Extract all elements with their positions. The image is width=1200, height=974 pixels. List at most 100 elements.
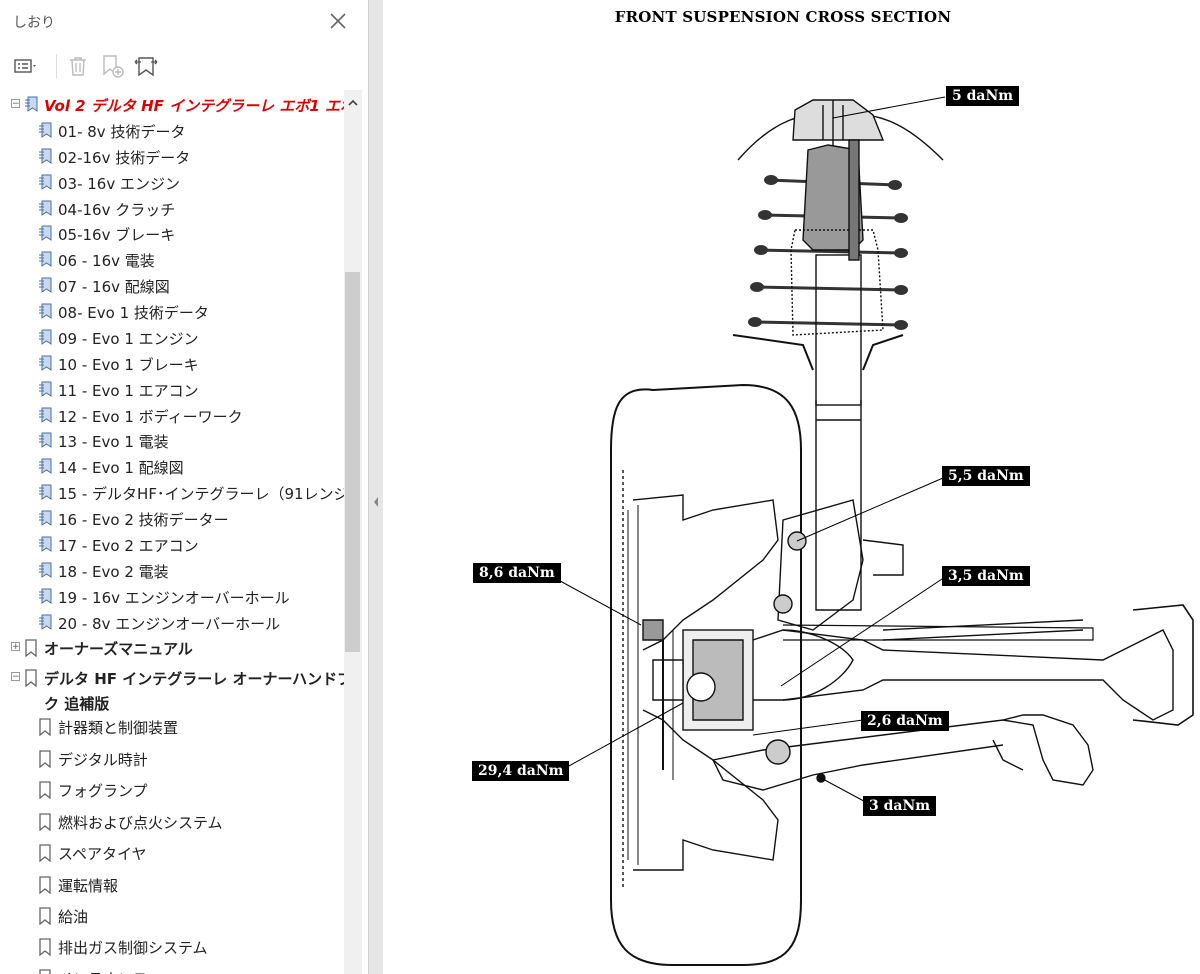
bookmark-row[interactable]: 12 - Evo 1 ボディーワーク (0, 403, 344, 429)
bookmark-row[interactable]: メンテナンス (0, 965, 344, 974)
bookmark-row[interactable]: 15 - デルタHF･インテグラーレ（91レンジ） (0, 480, 344, 506)
bookmark-row[interactable]: 17 - Evo 2 エアコン (0, 532, 344, 558)
collapse-panel-arrow-icon[interactable] (372, 496, 380, 508)
bookmark-label: 17 - Evo 2 エアコン (58, 537, 199, 555)
bookmark-doc-icon (38, 432, 52, 452)
bookmark-doc-icon (38, 510, 52, 530)
expand-toggle-icon[interactable]: + (11, 642, 20, 652)
bookmark-label: メンテナンス (58, 968, 148, 974)
bookmark-row[interactable]: フォグランプ (0, 777, 344, 803)
bookmark-label: 燃料および点火システム (58, 814, 223, 832)
bookmark-label: 14 - Evo 1 配線図 (58, 459, 184, 477)
bookmark-doc-icon (38, 174, 52, 194)
bookmark-icon (38, 750, 52, 772)
bookmark-label: 運転情報 (58, 877, 119, 895)
bookmark-label: デジタル時計 (58, 751, 148, 769)
new-bookmark-icon[interactable] (98, 53, 126, 79)
bookmark-row[interactable]: 05-16v ブレーキ (0, 221, 344, 247)
bookmark-label: 04-16v クラッチ (58, 201, 176, 219)
bookmark-row[interactable]: デジタル時計 (0, 746, 344, 772)
bookmark-icon (38, 718, 52, 740)
bookmark-row[interactable]: 給油 (0, 903, 344, 929)
bookmark-label: 13 - Evo 1 電装 (58, 433, 169, 451)
bookmark-doc-icon (38, 251, 52, 271)
bookmark-icon (24, 639, 38, 661)
bookmark-group-row[interactable]: + オーナーズマニュアル (0, 635, 344, 661)
scroll-up-arrow-icon[interactable] (347, 98, 359, 108)
bookmark-row[interactable]: 20 - 8v エンジンオーバーホール (0, 610, 344, 636)
bookmark-row[interactable]: 07 - 16v 配線図 (0, 273, 344, 299)
close-icon[interactable] (327, 10, 349, 32)
collapse-toggle-icon[interactable]: − (11, 672, 20, 682)
bookmark-row[interactable]: 03- 16v エンジン (0, 170, 344, 196)
bookmark-label: 06 - 16v 電装 (58, 252, 155, 270)
bookmark-row[interactable]: 排出ガス制御システム (0, 934, 344, 960)
bookmark-doc-icon (38, 562, 52, 582)
options-menu-icon[interactable] (12, 53, 40, 79)
bookmark-doc-icon (38, 148, 52, 168)
document-page: FRONT SUSPENSION CROSS SECTION (383, 0, 1200, 974)
collapse-toggle-icon[interactable]: − (11, 99, 20, 109)
bookmark-row[interactable]: 14 - Evo 1 配線図 (0, 454, 344, 480)
expand-bookmark-icon[interactable] (132, 53, 160, 79)
bookmark-group-row[interactable]: −Vol 2 デルタ HF インテグラーレ エボ1 エボ2 (0, 92, 344, 118)
bookmark-doc-icon (38, 381, 52, 401)
bookmark-row[interactable]: 運転情報 (0, 872, 344, 898)
sidebar-scroll-thumb[interactable] (345, 272, 360, 652)
bookmarks-header: しおり (0, 0, 368, 44)
bookmark-row[interactable]: 01- 8v 技術データ (0, 118, 344, 144)
bookmark-label: 18 - Evo 2 電装 (58, 563, 169, 581)
bookmark-row[interactable]: スペアタイヤ (0, 840, 344, 866)
bookmark-label: 15 - デルタHF･インテグラーレ（91レンジ） (58, 485, 344, 503)
bookmark-label: 11 - Evo 1 エアコン (58, 382, 199, 400)
bookmarks-title: しおり (13, 15, 55, 31)
torque-label-ball-joint: 2,6 daNm (861, 711, 949, 731)
bookmark-row[interactable]: 06 - 16v 電装 (0, 247, 344, 273)
bookmark-doc-icon (38, 536, 52, 556)
bookmark-label: 計器類と制御装置 (58, 719, 179, 737)
torque-label-strut-knuckle: 5,5 daNm (942, 466, 1030, 486)
bookmark-label: 16 - Evo 2 技術データー (58, 511, 229, 529)
bookmark-label: 排出ガス制御システム (58, 939, 208, 957)
panel-splitter[interactable] (368, 0, 383, 974)
bookmark-row[interactable]: 11 - Evo 1 エアコン (0, 377, 344, 403)
bookmark-row[interactable]: 08- Evo 1 技術データ (0, 299, 344, 325)
bookmark-label: 05-16v ブレーキ (58, 226, 176, 244)
bookmark-row[interactable]: 計器類と制御装置 (0, 714, 344, 740)
bookmark-icon (38, 844, 52, 866)
bookmark-label: 給油 (58, 908, 89, 926)
bookmark-icon (38, 813, 52, 835)
page-title: FRONT SUSPENSION CROSS SECTION (614, 8, 952, 26)
bookmark-row[interactable]: 13 - Evo 1 電装 (0, 428, 344, 454)
bookmark-doc-icon (38, 277, 52, 297)
bookmark-label: フォグランプ (58, 782, 148, 800)
delete-bookmark-icon[interactable] (64, 53, 92, 79)
bookmarks-toolbar (0, 44, 368, 88)
bookmark-row[interactable]: 18 - Evo 2 電装 (0, 558, 344, 584)
bookmark-label: 03- 16v エンジン (58, 175, 180, 193)
bookmark-row[interactable]: 10 - Evo 1 ブレーキ (0, 351, 344, 377)
torque-label-hub-nut: 29,4 daNm (472, 761, 570, 781)
toolbar-divider (56, 54, 57, 78)
bookmark-icon (38, 969, 52, 974)
bookmark-doc-icon (38, 200, 52, 220)
bookmark-doc-icon (38, 614, 52, 634)
bookmark-label: デルタ HF インテグラーレ オーナーハンドブッ (44, 670, 344, 688)
torque-label-hub-bolt: 8,6 daNm (473, 563, 561, 583)
bookmark-doc-icon (38, 225, 52, 245)
bookmark-label: オーナーズマニュアル (44, 640, 193, 658)
bookmark-label: 19 - 16v エンジンオーバーホール (58, 589, 290, 607)
bookmark-group-row[interactable]: − デルタ HF インテグラーレ オーナーハンドブック 追補版 (0, 665, 344, 713)
torque-label-top-mount: 5 daNm (946, 86, 1020, 106)
bookmark-doc-icon (38, 407, 52, 427)
bookmark-label: 02-16v 技術データ (58, 149, 191, 167)
bookmark-icon (38, 907, 52, 929)
bookmark-row[interactable]: 19 - 16v エンジンオーバーホール (0, 584, 344, 610)
bookmark-row[interactable]: 04-16v クラッチ (0, 196, 344, 222)
bookmark-label-continued: ク 追補版 (44, 695, 110, 713)
bookmark-row[interactable]: 02-16v 技術データ (0, 144, 344, 170)
bookmark-row[interactable]: 燃料および点火システム (0, 809, 344, 835)
bookmark-row[interactable]: 16 - Evo 2 技術データー (0, 506, 344, 532)
bookmark-doc-icon (38, 458, 52, 478)
bookmark-row[interactable]: 09 - Evo 1 エンジン (0, 325, 344, 351)
